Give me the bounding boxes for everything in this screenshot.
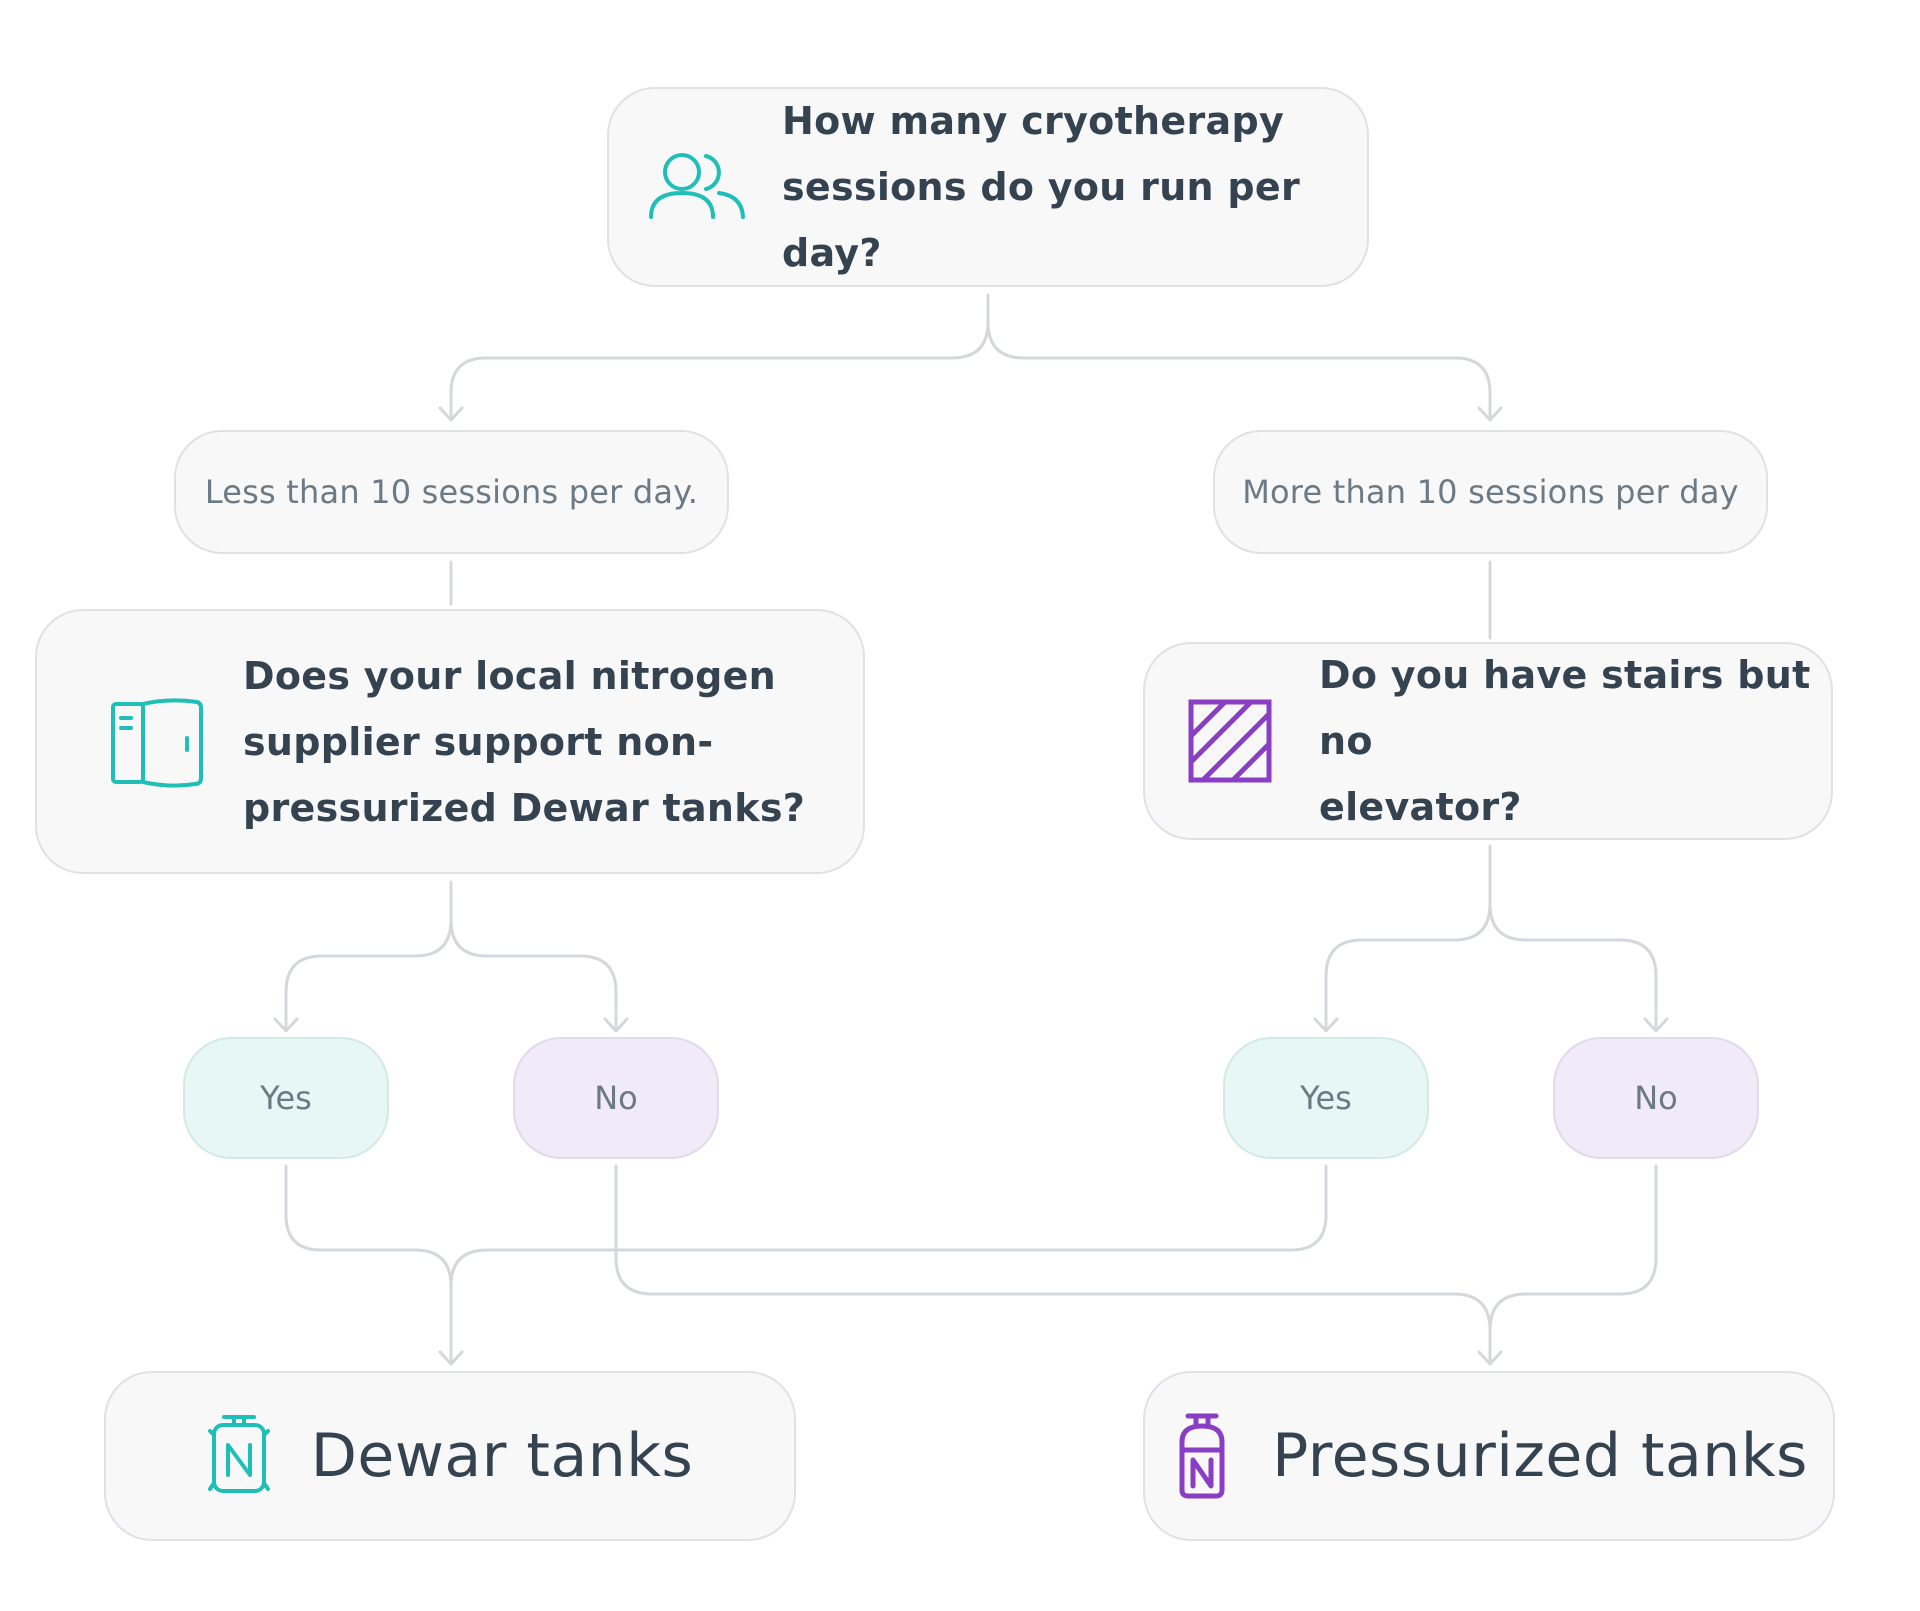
- answer-label: Yes: [260, 1079, 312, 1117]
- nitrogen-supplier-question-text: Does your local nitrogen supplier suppor…: [243, 643, 805, 841]
- connector-right-question-yes: [1324, 844, 1492, 1032]
- question-line: pressurized Dewar tanks?: [243, 785, 806, 830]
- arrowhead: [1477, 406, 1503, 422]
- connector-left-yes-to-dewar: [284, 1164, 453, 1364]
- result-label: Pressurized tanks: [1272, 1421, 1808, 1491]
- connector-left-question-yes: [284, 880, 453, 1032]
- question-line: supplier support non-: [243, 719, 714, 764]
- right-no-pill: No: [1553, 1037, 1759, 1159]
- pressurized-tank-icon: [1170, 1411, 1234, 1501]
- root-question-box: How many cryotherapy sessions do you run…: [607, 87, 1369, 287]
- arrowhead: [438, 406, 464, 422]
- dewar-tanks-result: Dewar tanks: [104, 1371, 796, 1541]
- question-line: Do you have stairs but no: [1319, 653, 1811, 763]
- people-icon: [647, 137, 747, 237]
- question-line: elevator?: [1319, 785, 1522, 829]
- dewar-tank-icon: [207, 1411, 271, 1501]
- answer-label: Yes: [1300, 1079, 1352, 1117]
- stairs-hatch-icon: [1187, 698, 1273, 784]
- answer-label: No: [594, 1079, 638, 1117]
- arrowhead: [438, 1350, 464, 1366]
- connector-root-left: [449, 293, 990, 420]
- arrowhead: [1477, 1350, 1503, 1366]
- answer-label: No: [1634, 1079, 1678, 1117]
- connector-root-right: [986, 320, 1492, 420]
- connector-left-no-to-pressurized: [614, 1164, 1492, 1364]
- arrowhead: [1643, 1017, 1669, 1033]
- arrowhead: [273, 1017, 299, 1033]
- connector-left-question-no: [449, 918, 618, 1032]
- connector-right-yes-to-dewar: [449, 1164, 1328, 1288]
- pressurized-tanks-result: Pressurized tanks: [1143, 1371, 1835, 1541]
- condition-label: Less than 10 sessions per day.: [204, 473, 699, 511]
- arrowhead: [603, 1017, 629, 1033]
- left-no-pill: No: [513, 1037, 719, 1159]
- root-question-line: How many cryotherapy: [782, 99, 1285, 143]
- question-line: Does your local nitrogen: [243, 653, 777, 698]
- condition-less-than-10: Less than 10 sessions per day.: [174, 430, 729, 554]
- right-yes-pill: Yes: [1223, 1037, 1429, 1159]
- root-question-line: sessions do you run per day?: [782, 165, 1301, 275]
- dewar-door-icon: [109, 692, 205, 792]
- connector-right-question-no: [1488, 902, 1658, 1032]
- condition-label: More than 10 sessions per day: [1242, 473, 1739, 511]
- nitrogen-supplier-question-box: Does your local nitrogen supplier suppor…: [35, 609, 865, 874]
- left-yes-pill: Yes: [183, 1037, 389, 1159]
- root-question-text: How many cryotherapy sessions do you run…: [782, 88, 1367, 286]
- stairs-question-text: Do you have stairs but no elevator?: [1319, 642, 1831, 840]
- condition-more-than-10: More than 10 sessions per day: [1213, 430, 1768, 554]
- connector-right-no-to-pressurized: [1488, 1164, 1658, 1332]
- stairs-question-box: Do you have stairs but no elevator?: [1143, 642, 1833, 840]
- arrowhead: [1313, 1017, 1339, 1033]
- result-label: Dewar tanks: [310, 1421, 694, 1491]
